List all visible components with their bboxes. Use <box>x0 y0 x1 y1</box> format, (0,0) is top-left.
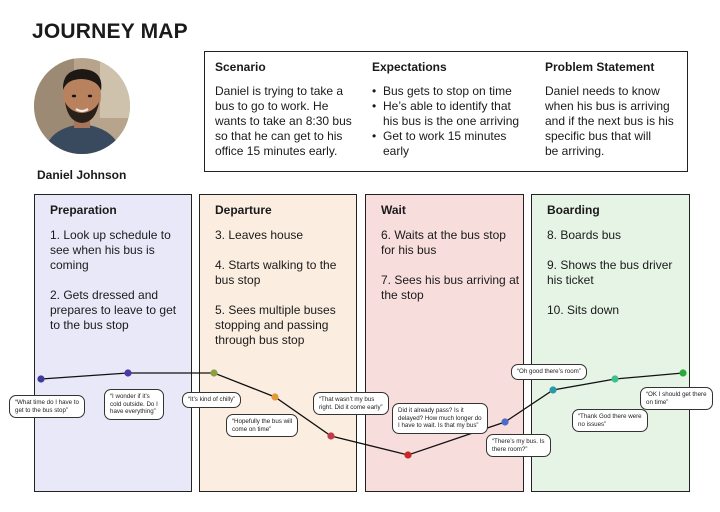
emotion-line <box>40 372 684 456</box>
problem-heading: Problem Statement <box>545 60 655 74</box>
problem-line: be arriving. <box>545 144 605 158</box>
scenario-line: office 15 minutes early. <box>215 144 338 158</box>
quote-bubble: “Oh good there’s room” <box>511 364 587 380</box>
expectations-section: Expectations Bus gets to stop on time He… <box>372 60 519 159</box>
stage-step: 10. Sits down <box>547 303 620 317</box>
stage-step: 3. Leaves house <box>215 228 304 242</box>
stage-boarding: Boarding 8. Boards bus 9. Shows the bus … <box>531 194 690 492</box>
problem-line: Daniel needs to know <box>545 84 660 98</box>
expectations-heading: Expectations <box>372 60 447 74</box>
emotion-point <box>37 375 45 383</box>
scenario-line: so that he can get to his <box>215 129 343 143</box>
page-title: JOURNEY MAP <box>32 20 188 43</box>
stage-departure: Departure 3. Leaves house 4. Starts walk… <box>199 194 357 492</box>
problem-line: and if the next bus is his <box>545 114 674 128</box>
emotion-point <box>327 432 335 440</box>
stage-step: 8. Boards bus <box>547 228 622 242</box>
emotion-point <box>124 369 132 377</box>
quote-bubble: “It’s kind of chilly” <box>182 392 242 408</box>
stage-title: Departure <box>215 203 272 217</box>
emotion-point <box>611 375 619 383</box>
scenario-section: Scenario Daniel is trying to take a bus … <box>215 60 352 159</box>
problem-line: specific bus that will <box>545 129 652 143</box>
problem-line: when his bus is arriving <box>545 99 670 113</box>
expectation-item: Bus gets to stop on time <box>372 84 519 99</box>
scenario-line: bus to go to work. He <box>215 99 329 113</box>
emotion-point <box>679 369 687 377</box>
emotion-point <box>549 386 557 394</box>
scenario-line: Daniel is trying to take a <box>215 84 344 98</box>
scenario-line: wants to take an 8:30 bus <box>215 114 352 128</box>
emotion-point <box>210 369 218 377</box>
persona-name: Daniel Johnson <box>37 168 127 182</box>
stage-title: Boarding <box>547 203 600 217</box>
emotion-point <box>404 451 412 459</box>
emotion-point <box>271 393 279 401</box>
stage-title: Wait <box>381 203 406 217</box>
info-box: Scenario Daniel is trying to take a bus … <box>204 51 688 172</box>
scenario-heading: Scenario <box>215 60 266 74</box>
problem-section: Problem Statement Daniel needs to know w… <box>545 60 674 159</box>
stage-title: Preparation <box>50 203 117 217</box>
emotion-point <box>501 418 509 426</box>
